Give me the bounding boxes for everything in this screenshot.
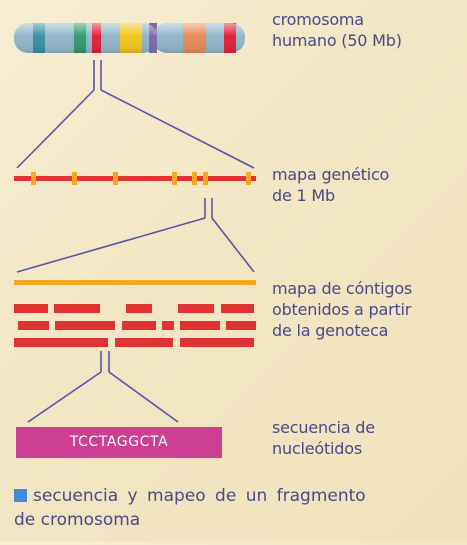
chromosome-shade-left xyxy=(14,23,157,53)
marker xyxy=(203,172,208,185)
caption-square-icon xyxy=(14,489,27,502)
contig xyxy=(122,321,156,330)
contig xyxy=(221,304,254,313)
contig-map-label: mapa de cóntigos obtenidos a partir de l… xyxy=(272,278,412,341)
marker xyxy=(113,172,118,185)
connector-3 xyxy=(27,351,179,423)
contig xyxy=(162,321,174,330)
contig xyxy=(180,338,254,347)
contig-map-label-line2: obtenidos a partir xyxy=(272,300,412,319)
contig xyxy=(14,338,100,347)
contig-orange-line xyxy=(14,280,256,285)
contig xyxy=(100,338,108,347)
contig xyxy=(126,304,152,313)
contig-map xyxy=(14,280,256,347)
genetic-map-line xyxy=(14,176,256,181)
contig xyxy=(55,321,115,330)
contig xyxy=(115,338,173,347)
connector-2 xyxy=(16,198,255,273)
genetic-map xyxy=(14,172,256,185)
caption-line2: de cromosoma xyxy=(14,510,141,530)
sequence-label-line1: secuencia de xyxy=(272,418,375,437)
sequence-label-line2: nucleótidos xyxy=(272,439,362,458)
contig xyxy=(180,321,220,330)
marker xyxy=(72,172,77,185)
contig-map-label-line3: de la genoteca xyxy=(272,321,389,340)
marker xyxy=(31,172,36,185)
nucleotide-sequence: TCCTAGGCTA xyxy=(16,427,222,458)
connector-1 xyxy=(16,60,255,169)
genetic-map-label-line2: de 1 Mb xyxy=(272,186,335,205)
genetic-map-label-line1: mapa genético xyxy=(272,165,390,184)
marker xyxy=(246,172,251,185)
contig xyxy=(14,304,48,313)
sequence-label: secuencia de nucleótidos xyxy=(272,417,375,459)
figure-caption: secuencia y mapeo de un fragmento de cro… xyxy=(14,484,464,532)
chromosome-shade-right xyxy=(153,23,245,53)
chromosome-label-line1: cromosoma xyxy=(272,10,364,29)
chromosome-label: cromosoma humano (50 Mb) xyxy=(272,9,402,51)
contig-map-label-line1: mapa de cóntigos xyxy=(272,279,413,298)
marker xyxy=(172,172,177,185)
contig xyxy=(226,321,256,330)
marker xyxy=(192,172,197,185)
genetic-map-label: mapa genético de 1 Mb xyxy=(272,164,389,206)
contig xyxy=(18,321,49,330)
caption-line1: secuencia y mapeo de un fragmento xyxy=(33,486,366,506)
chromosome-label-line2: humano (50 Mb) xyxy=(272,31,402,50)
contig xyxy=(178,304,214,313)
contig xyxy=(54,304,100,313)
chromosome xyxy=(14,23,245,53)
